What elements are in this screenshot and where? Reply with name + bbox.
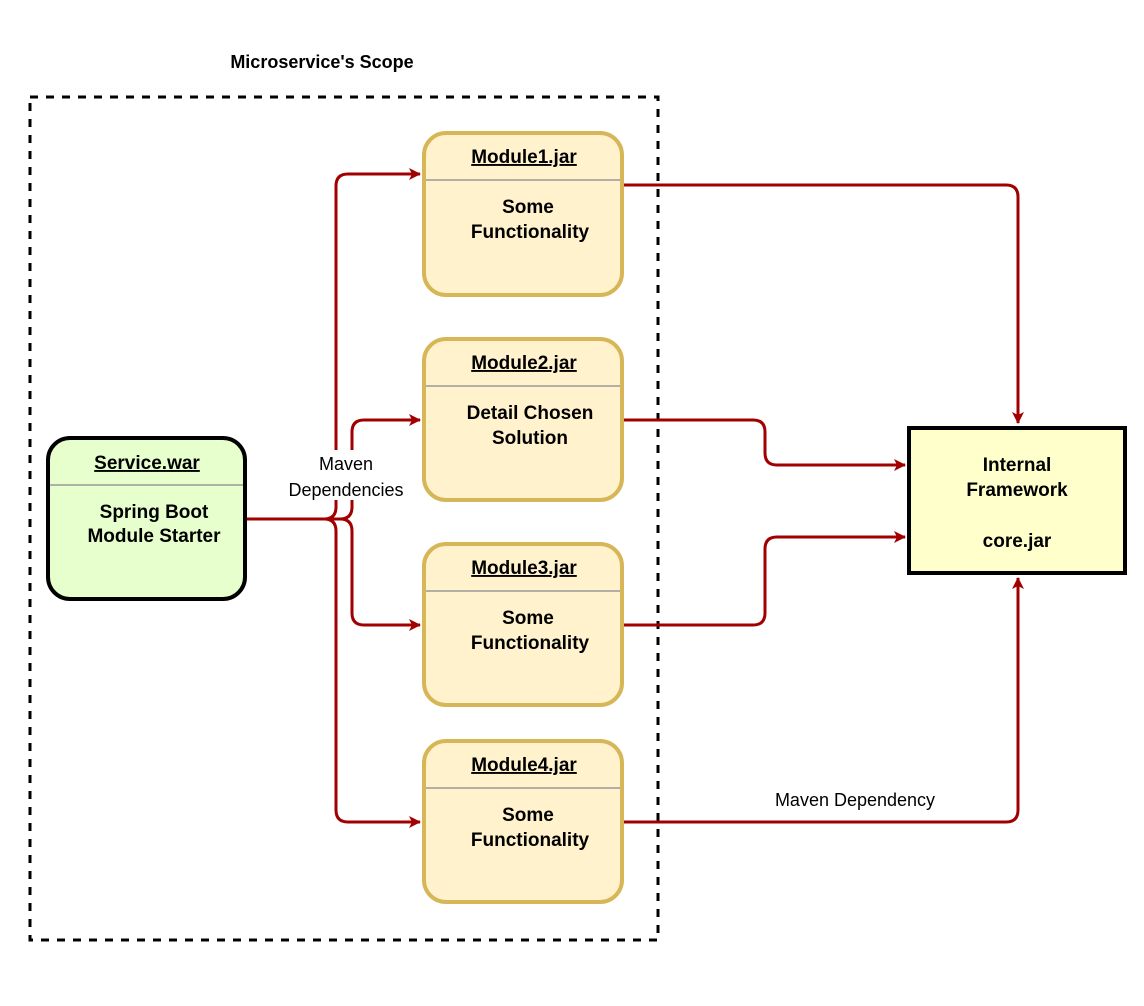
module3-name: Module3.jar [471, 558, 577, 579]
module2-desc-line2: Solution [492, 428, 568, 449]
module2-node[interactable]: Module2.jar Detail Chosen Solution [422, 337, 624, 502]
service-desc-line2: Module Starter [87, 526, 221, 547]
edge-service-module3 [246, 517, 421, 631]
module4-desc-line2: Functionality [471, 830, 590, 851]
service-edges [246, 168, 421, 828]
module3-node[interactable]: Module3.jar Some Functionality [422, 542, 624, 707]
module1-name: Module1.jar [471, 147, 577, 168]
framework-node[interactable]: Internal Framework core.jar [907, 426, 1127, 575]
module3-desc-line1: Some [502, 608, 554, 629]
maven-dependency-label: Maven Dependency [775, 790, 935, 810]
module2-name: Module2.jar [471, 353, 577, 374]
module3-desc-line2: Functionality [471, 633, 590, 654]
service-desc-line1: Spring Boot [100, 502, 209, 523]
module1-node[interactable]: Module1.jar Some Functionality [422, 131, 624, 297]
framework-line3: core.jar [983, 531, 1052, 552]
module4-node[interactable]: Module4.jar Some Functionality [422, 739, 624, 904]
module1-desc-line2: Functionality [471, 222, 590, 243]
service-name: Service.war [94, 453, 200, 474]
framework-line2: Framework [966, 480, 1068, 501]
edge-module2-framework [624, 418, 906, 471]
module4-name: Module4.jar [471, 755, 577, 776]
service-node[interactable]: Service.war Spring Boot Module Starter [46, 436, 247, 601]
module4-desc-line1: Some [502, 805, 554, 826]
maven-dependencies-label-line1: Maven [319, 454, 373, 474]
framework-edges [624, 183, 1024, 824]
maven-dependencies-label-line2: Dependencies [288, 480, 403, 500]
scope-title: Microservice's Scope [230, 52, 413, 72]
module2-desc-line1: Detail Chosen [467, 403, 594, 424]
module1-desc-line1: Some [502, 197, 554, 218]
edge-module4-framework [624, 577, 1024, 824]
maven-dependencies-label: Maven Dependencies [278, 450, 416, 500]
edge-module3-framework [624, 531, 906, 627]
framework-line1: Internal [983, 455, 1052, 476]
edge-service-module4 [246, 517, 421, 828]
edge-module1-framework [624, 183, 1024, 424]
